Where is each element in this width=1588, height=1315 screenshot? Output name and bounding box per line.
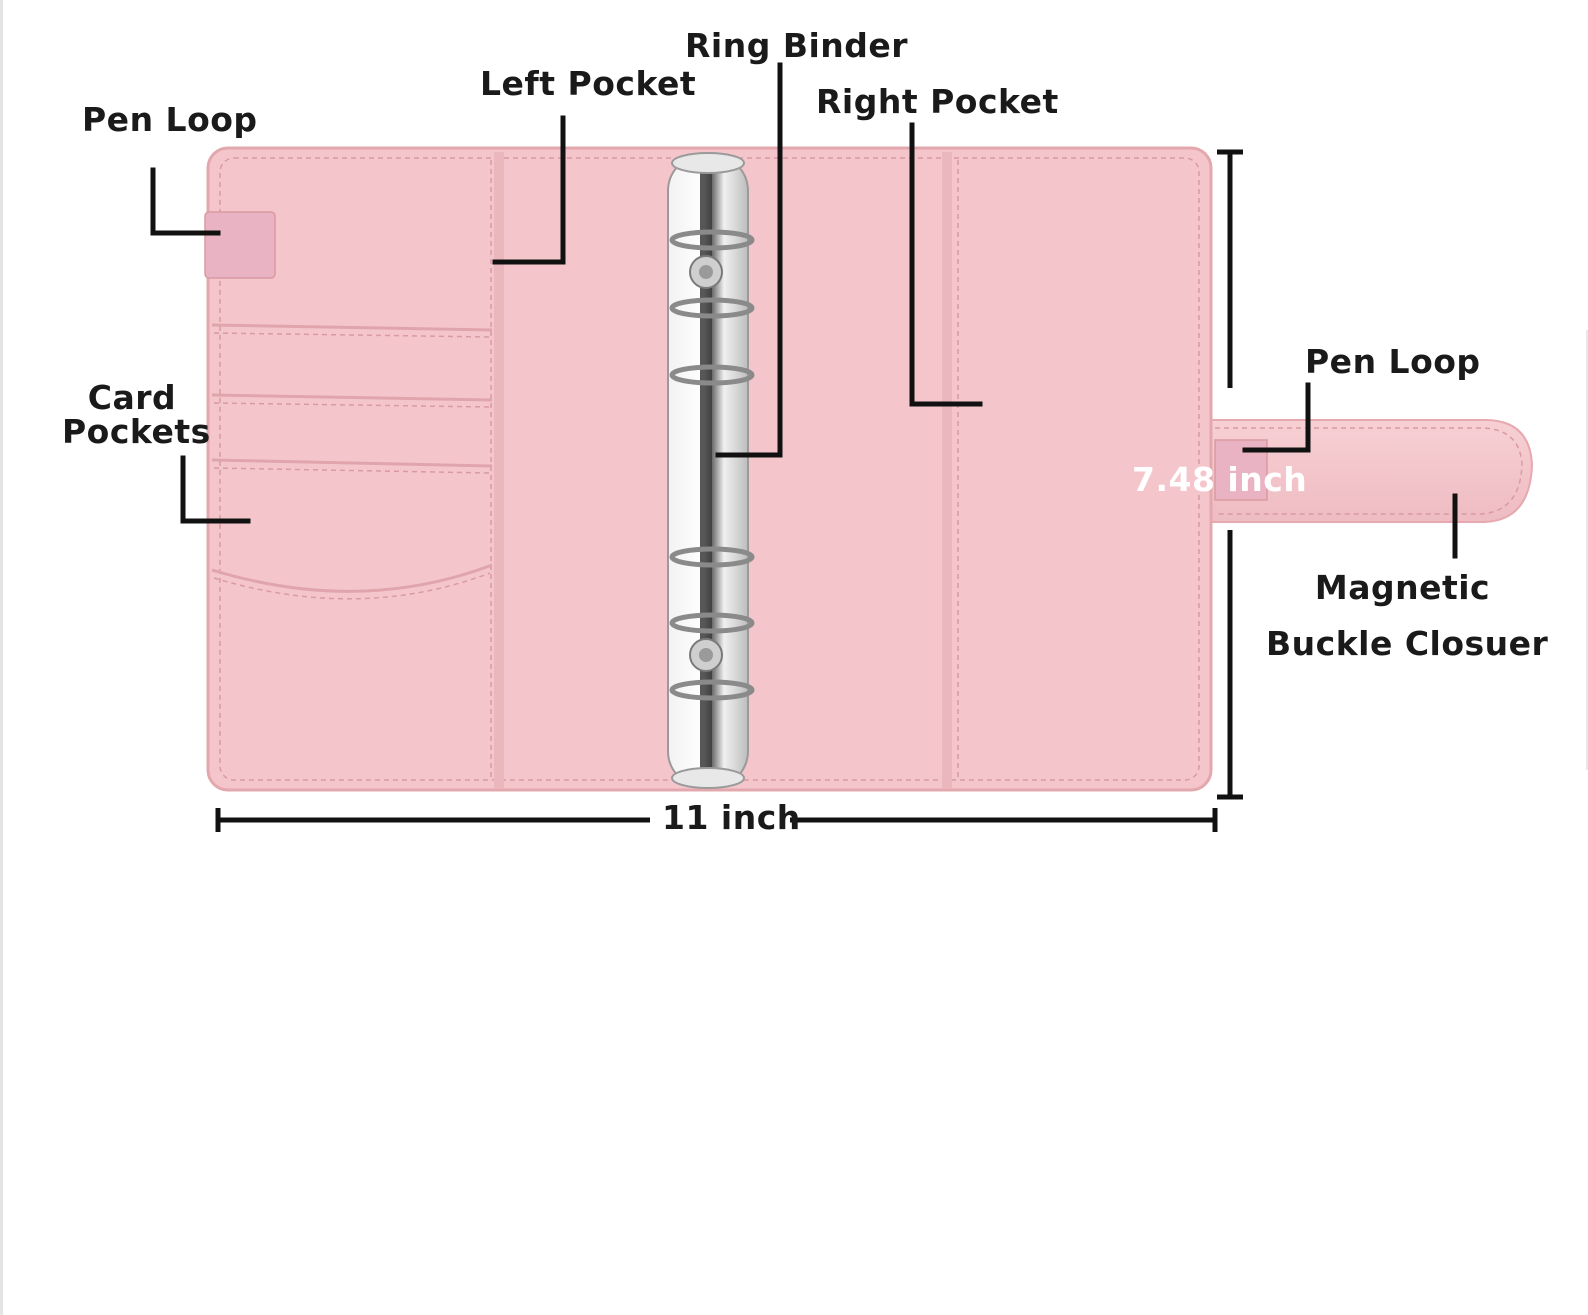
- strap-stitch: [1215, 427, 1523, 515]
- label-width-dimension: 11 inch: [662, 798, 801, 837]
- label-pen-loop-right: Pen Loop: [1305, 342, 1481, 381]
- label-ring-binder: Ring Binder: [685, 26, 909, 65]
- left-pen-loop: [204, 211, 276, 279]
- callout-pen-loop-right: [1242, 382, 1311, 453]
- callout-lines: [150, 62, 1458, 559]
- width-dimension-line: [215, 808, 1218, 832]
- label-left-pocket: Left Pocket: [480, 64, 697, 103]
- callout-card-pockets: [180, 455, 251, 524]
- label-magnetic-line2: Buckle Closuer: [1266, 624, 1549, 663]
- label-height-dimension: 7.48 inch: [1132, 460, 1308, 499]
- callout-right-pocket: [909, 122, 983, 407]
- callout-pen-loop-left: [150, 167, 221, 236]
- magnetic-strap: [1204, 419, 1534, 523]
- label-card-pockets-line2: Pockets: [62, 412, 211, 451]
- callout-left-pocket: [492, 115, 566, 265]
- callout-ring-binder: [715, 62, 783, 458]
- left-frame-edge: [0, 0, 3, 1315]
- height-dimension-line: [1217, 149, 1243, 800]
- label-magnetic-line1: Magnetic: [1314, 568, 1491, 607]
- right-frame-edge: [1586, 330, 1588, 770]
- label-pen-loop-left: Pen Loop: [82, 100, 258, 139]
- card-pockets: [211, 323, 493, 600]
- label-right-pocket: Right Pocket: [816, 82, 1059, 121]
- label-card-pockets-line1: Card: [87, 378, 177, 417]
- right-pocket-panel: [942, 152, 952, 788]
- left-pocket-panel: [494, 152, 504, 788]
- ring-binder-mechanism: [667, 152, 755, 789]
